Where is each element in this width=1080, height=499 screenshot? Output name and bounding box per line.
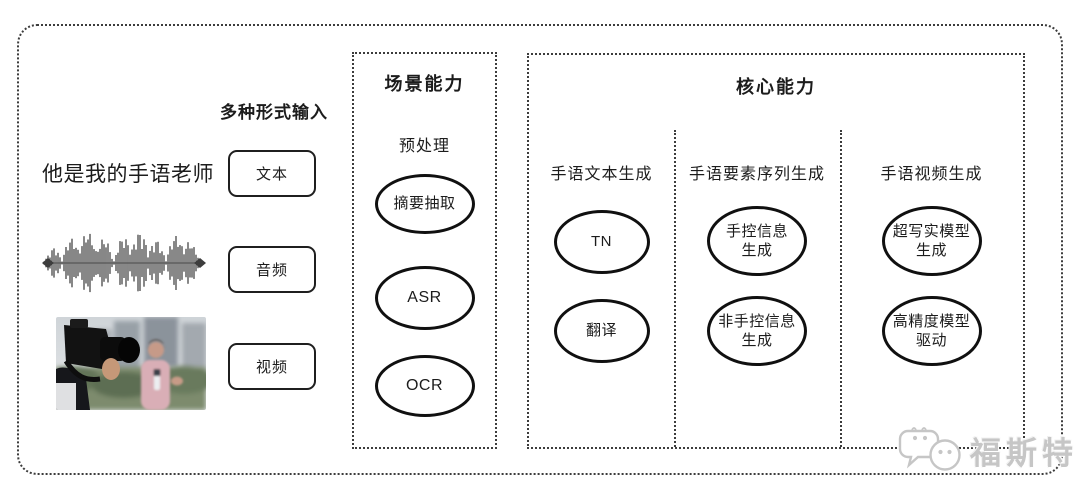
input-box-video: 视频 xyxy=(228,343,316,390)
core-node-manual-info-generation: 手控信息 生成 xyxy=(707,206,807,276)
core-column-sign-text-generation: 手语文本生成 TN 翻译 xyxy=(529,55,674,447)
watermark: 福斯特 xyxy=(898,425,1078,475)
core-panel-title: 核心能力 xyxy=(736,77,816,97)
core-column-header: 手语要素序列生成 xyxy=(688,166,825,183)
audio-waveform-icon xyxy=(42,228,206,298)
core-column-sign-video-generation: 手语视频生成 超写实模型 生成 高精度模型 驱动 xyxy=(840,55,1023,447)
core-node-non-manual-info-generation: 非手控信息 生成 xyxy=(707,296,807,366)
core-node-translation: 翻译 xyxy=(553,299,650,363)
core-node-hyperreal-model-generation: 超写实模型 生成 xyxy=(881,206,982,276)
watermark-text: 福斯特 xyxy=(970,435,1078,471)
camera-foreground xyxy=(56,319,140,410)
scene-node-asr: ASR xyxy=(374,266,475,330)
scene-node-ocr: OCR xyxy=(374,355,475,417)
core-node-tn: TN xyxy=(553,210,650,274)
column-divider xyxy=(674,130,676,447)
sample-sentence-text: 他是我的手语老师 xyxy=(42,163,214,186)
scene-node-summary-extraction: 摘要抽取 xyxy=(374,174,475,234)
column-divider xyxy=(840,130,842,447)
core-column-header: 手语文本生成 xyxy=(550,166,653,183)
core-column-header: 手语视频生成 xyxy=(880,166,983,183)
scene-capability-panel: 场景能力 预处理 摘要抽取 ASR OCR xyxy=(352,52,497,449)
preprocess-label: 预处理 xyxy=(398,138,450,155)
watermark-logo-icon xyxy=(898,427,961,471)
input-box-video-label: 视频 xyxy=(255,359,288,376)
core-node-high-precision-model-drive: 高精度模型 驱动 xyxy=(881,296,982,366)
input-box-text: 文本 xyxy=(228,150,316,197)
core-capability-panel: 核心能力 手语文本生成 TN 翻译 手语要素序列生成 手控信息 生成 非手控信息… xyxy=(527,53,1025,449)
core-column-sign-element-sequence: 手语要素序列生成 手控信息 生成 非手控信息 生成 xyxy=(674,55,840,447)
outer-dotted-frame xyxy=(17,24,1063,475)
scene-panel-title: 场景能力 xyxy=(384,74,465,94)
video-thumbnail xyxy=(56,317,206,410)
input-box-audio: 音频 xyxy=(228,246,316,293)
input-box-audio-label: 音频 xyxy=(255,262,288,279)
blurred-reporter xyxy=(141,339,183,410)
input-heading: 多种形式输入 xyxy=(220,103,328,122)
input-box-text-label: 文本 xyxy=(255,166,288,183)
